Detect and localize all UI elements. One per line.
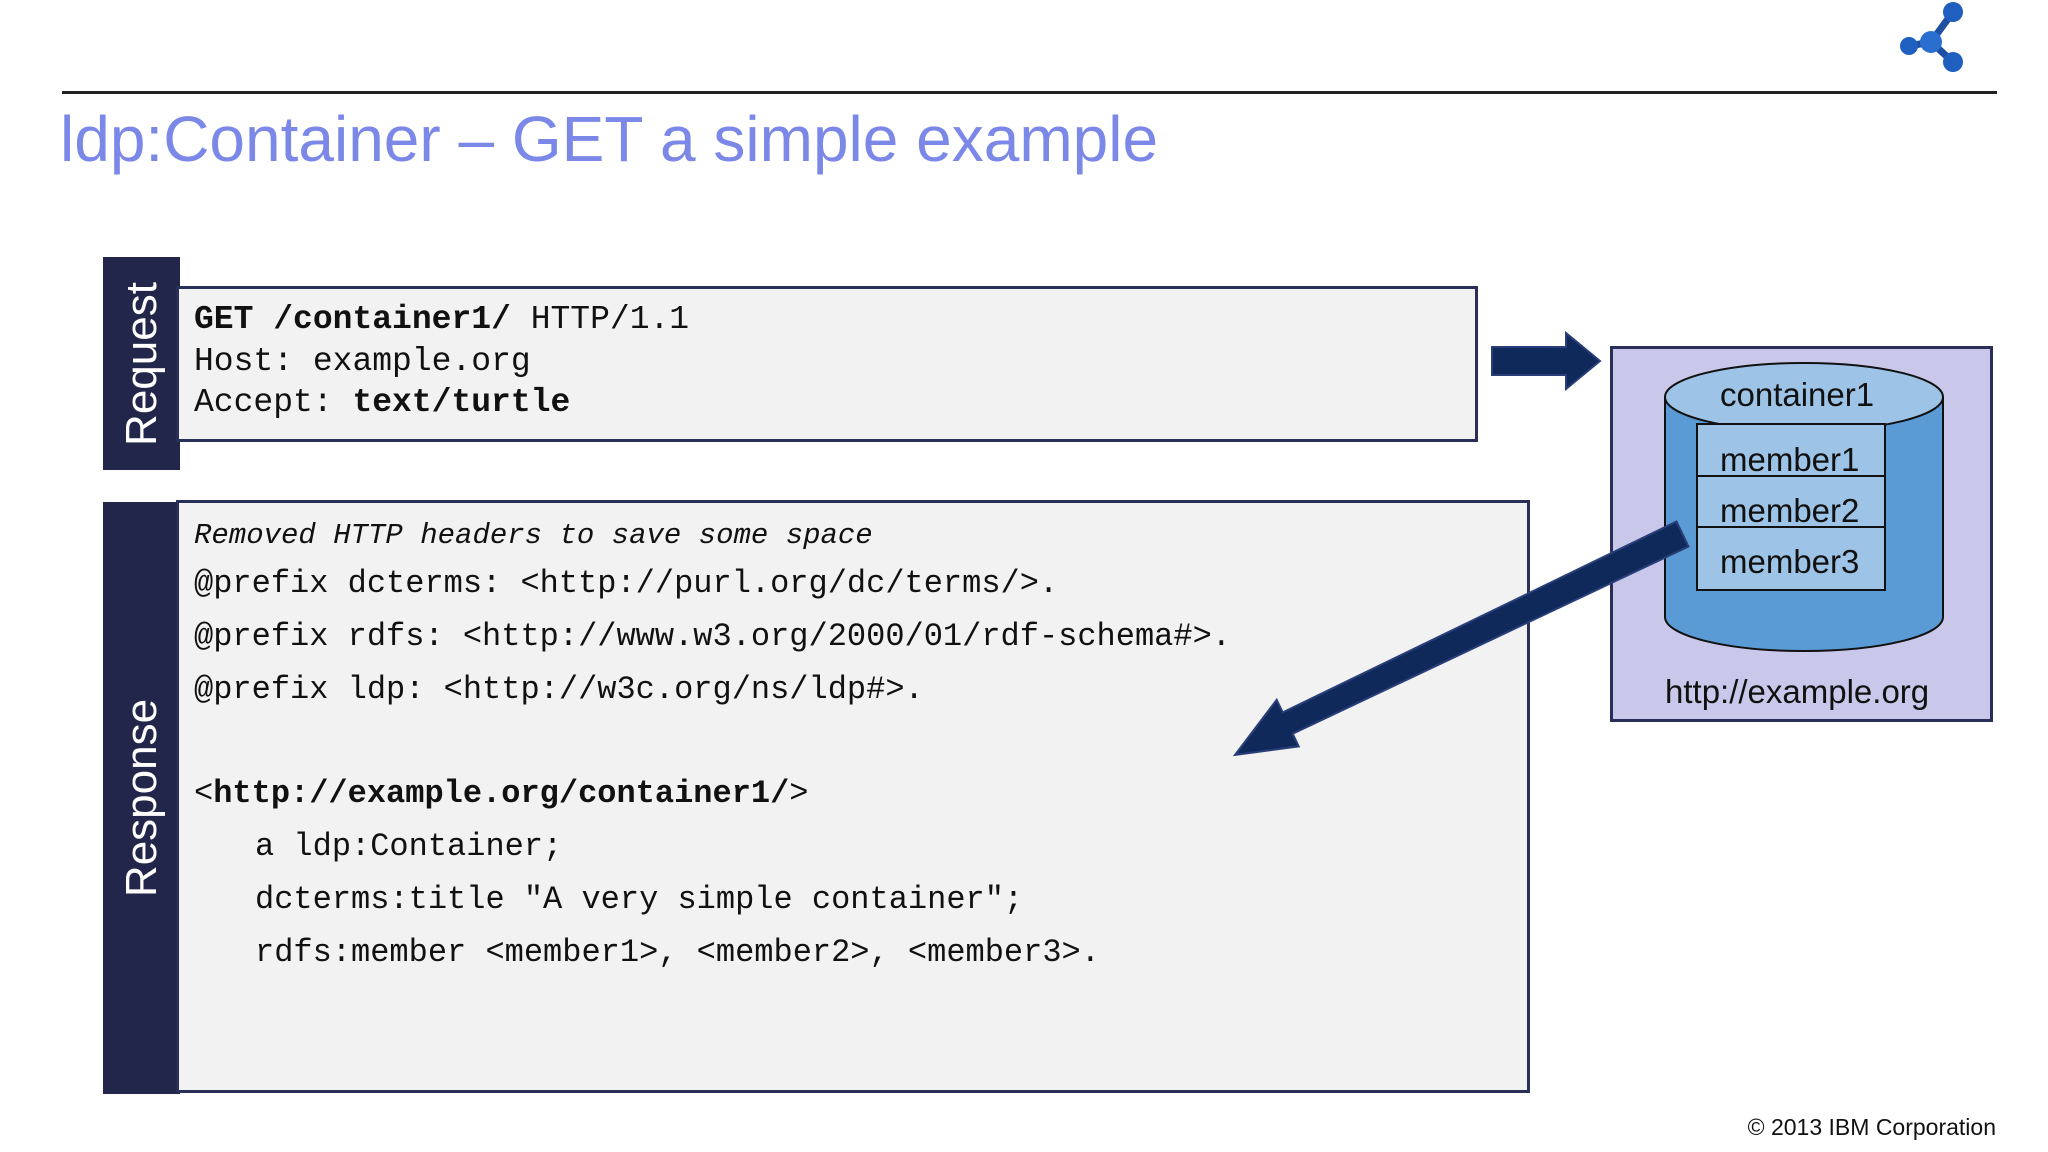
request-code-box: GET /container1/ HTTP/1.1 Host: example.… bbox=[176, 286, 1478, 442]
title-line: dcterms:title "A very simple container"; bbox=[255, 881, 1024, 918]
response-note: Removed HTTP headers to save some space bbox=[194, 519, 873, 552]
response-code-box: Removed HTTP headers to save some space … bbox=[176, 500, 1530, 1093]
request-arrow-icon bbox=[1491, 330, 1602, 392]
response-label: Response bbox=[116, 698, 166, 898]
type-line: a ldp:Container; bbox=[255, 828, 563, 865]
subject-line: <http://example.org/container1/> bbox=[194, 775, 809, 812]
request-sidebar: Request bbox=[103, 257, 180, 470]
prefix-rdfs: @prefix rdfs: <http://www.w3.org/2000/01… bbox=[194, 618, 1231, 655]
response-code: Removed HTTP headers to save some space … bbox=[194, 503, 1231, 971]
request-line: GET /container1/ HTTP/1.1 bbox=[194, 301, 690, 338]
response-sidebar: Response bbox=[103, 502, 180, 1094]
accept-header: Accept: text/turtle bbox=[194, 384, 571, 421]
member-item-3: member3 bbox=[1720, 543, 1860, 580]
container-label: container1 bbox=[1720, 376, 1875, 413]
server-panel: container1 member1 member2 member3 http:… bbox=[1610, 346, 1993, 722]
header-divider bbox=[62, 91, 1997, 94]
member-line: rdfs:member <member1>, <member2>, <membe… bbox=[255, 934, 1100, 971]
molecule-logo-icon bbox=[1900, 2, 1963, 72]
request-label: Request bbox=[116, 281, 166, 446]
host-header: Host: example.org bbox=[194, 343, 531, 380]
prefix-dcterms: @prefix dcterms: <http://purl.org/dc/ter… bbox=[194, 565, 1059, 602]
member-item-1: member1 bbox=[1720, 441, 1860, 478]
host-label: http://example.org bbox=[1665, 673, 1930, 710]
member-item-2: member2 bbox=[1720, 492, 1860, 529]
prefix-ldp: @prefix ldp: <http://w3c.org/ns/ldp#>. bbox=[194, 671, 924, 708]
copyright-text: © 2013 IBM Corporation bbox=[1747, 1114, 1996, 1140]
slide-title: ldp:Container – GET a simple example bbox=[60, 103, 1159, 175]
response-arrow-icon bbox=[1232, 520, 1690, 757]
request-code: GET /container1/ HTTP/1.1 Host: example.… bbox=[194, 289, 689, 474]
container-cylinder bbox=[1664, 362, 1944, 652]
